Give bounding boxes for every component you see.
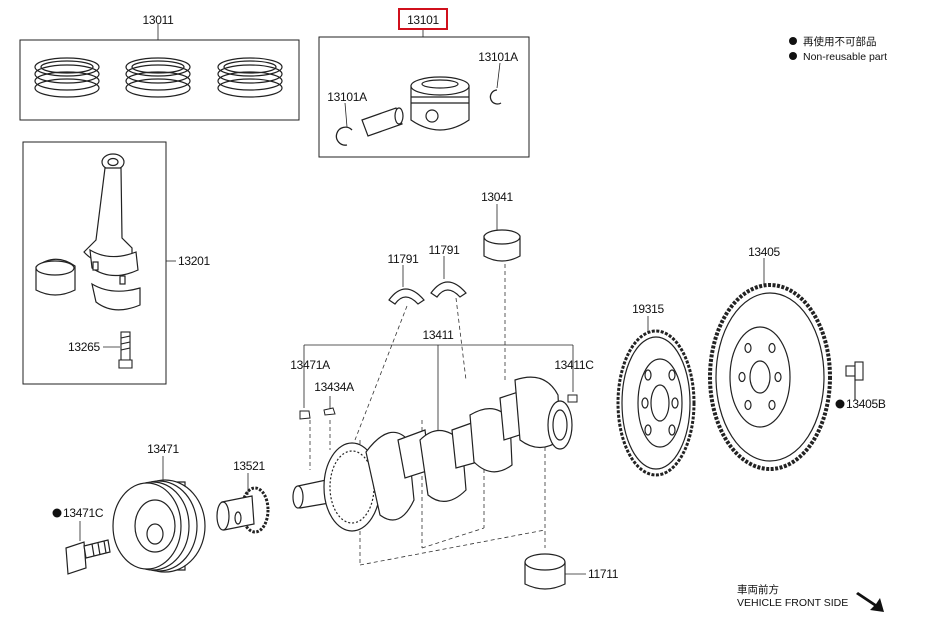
part-label-13405B[interactable]: 13405B xyxy=(846,397,886,411)
part-label-11711[interactable]: 11711 xyxy=(588,567,619,581)
crankshaft-illustration xyxy=(292,376,573,532)
front-arrow-icon xyxy=(856,592,884,612)
connecting-rod-illustration xyxy=(83,153,141,311)
part-label-13434A[interactable]: 13434A xyxy=(314,380,354,394)
part-number-11791-left: 11791 xyxy=(388,252,420,266)
part-label-13471[interactable]: 13471 xyxy=(147,442,180,456)
crank-sprocket-group: 13521 xyxy=(216,459,270,534)
part-number-13405B: 13405B xyxy=(846,397,886,411)
part-number-13265: 13265 xyxy=(68,340,100,354)
part-number-13011: 13011 xyxy=(143,13,175,27)
part-number-13434A: 13434A xyxy=(314,380,354,394)
piston-pin-illustration xyxy=(361,107,404,137)
part-label-13101A-left[interactable]: 13101A xyxy=(327,90,367,104)
part-label-13411C[interactable]: 13411C xyxy=(554,358,594,372)
part-label-13411[interactable]: 13411 xyxy=(423,328,455,342)
part-label-13521[interactable]: 13521 xyxy=(233,459,266,473)
part-number-13411C: 13411C xyxy=(554,358,594,372)
crank-bearing-upper-illustration xyxy=(483,229,521,262)
crank-pulley-illustration xyxy=(112,479,206,573)
part-number-13471C: 13471C xyxy=(63,506,104,520)
part-number-19315: 19315 xyxy=(632,302,664,316)
thrust-washer-group: 11791 11791 xyxy=(388,243,467,305)
piston-subassy-box xyxy=(318,36,530,158)
leader-13101A-right xyxy=(496,62,501,89)
crankshaft-leader-bracket xyxy=(303,344,574,440)
flywheel-group: 13405 13405B xyxy=(708,245,886,471)
connecting-rod-group: 13201 13265 xyxy=(22,141,211,385)
part-label-13471A[interactable]: 13471A xyxy=(290,358,330,372)
piston-subassy-group: 13101 13101A 13101A xyxy=(318,8,530,158)
snap-ring-left xyxy=(335,126,353,146)
pulley-bolt-group: 13471C xyxy=(52,506,111,575)
pin-13411C-illustration xyxy=(567,394,578,403)
part-label-13471C[interactable]: 13471C xyxy=(63,506,104,520)
non-reusable-marker-13471C xyxy=(52,508,62,518)
legend-bullet-jp xyxy=(789,37,797,45)
drive-plate-group: 19315 xyxy=(616,302,696,477)
piston-ring-stack-1 xyxy=(34,57,100,98)
part-label-11791-right[interactable]: 11791 xyxy=(429,243,461,257)
crankshaft-group: 13411 13471A 13434A 13411C xyxy=(290,264,595,566)
part-label-13201[interactable]: 13201 xyxy=(178,254,211,268)
legend: 再使用不可部品 Non-reusable part xyxy=(789,35,887,63)
thrust-washer-left-illustration xyxy=(388,288,425,305)
key-13434A-illustration xyxy=(323,407,336,416)
legend-bullet-en xyxy=(789,52,797,60)
drive-plate-illustration xyxy=(616,329,696,477)
leader-13101A-left xyxy=(344,102,348,128)
part-label-13265[interactable]: 13265 xyxy=(68,340,101,354)
part-number-13101: 13101 xyxy=(407,13,439,27)
snap-ring-right xyxy=(489,89,502,105)
flywheel-illustration xyxy=(708,283,832,471)
vehicle-front-indicator: 車両前方 VEHICLE FRONT SIDE xyxy=(737,583,884,612)
part-label-11791-left[interactable]: 11791 xyxy=(388,252,420,266)
part-number-11711: 11711 xyxy=(588,567,619,581)
rod-bolt-illustration xyxy=(118,331,133,369)
part-label-13405[interactable]: 13405 xyxy=(748,245,781,259)
vehicle-front-text-jp: 車両前方 xyxy=(737,583,779,596)
key-13471A-illustration xyxy=(299,410,311,420)
pulley-bolt-illustration xyxy=(65,539,111,575)
crank-bearing-lower-group: 11711 xyxy=(524,553,619,590)
selected-part-highlight xyxy=(398,8,448,30)
crank-bearing-lower-illustration xyxy=(524,553,566,590)
part-number-13041: 13041 xyxy=(481,190,513,204)
part-number-13101A-right: 13101A xyxy=(478,50,518,64)
part-number-13521: 13521 xyxy=(233,459,265,473)
crank-bearing-upper-group: 13041 xyxy=(481,190,521,262)
part-label-13011[interactable]: 13011 xyxy=(143,13,175,27)
part-number-13411: 13411 xyxy=(423,328,455,342)
piston-illustration xyxy=(410,76,470,131)
part-label-13041[interactable]: 13041 xyxy=(481,190,514,204)
non-reusable-marker-13405B xyxy=(835,399,845,409)
legend-text-en: Non-reusable part xyxy=(803,51,887,63)
part-label-13101[interactable]: 13101 xyxy=(407,13,440,27)
part-number-13201: 13201 xyxy=(178,254,210,268)
connecting-rod-box xyxy=(22,141,167,385)
part-number-13471: 13471 xyxy=(147,442,179,456)
part-label-13101A-right[interactable]: 13101A xyxy=(478,50,518,64)
legend-text-jp: 再使用不可部品 xyxy=(803,35,877,48)
part-label-19315[interactable]: 19315 xyxy=(632,302,665,316)
part-number-11791-right: 11791 xyxy=(429,243,461,257)
vehicle-front-text-en: VEHICLE FRONT SIDE xyxy=(737,597,848,609)
piston-ring-stack-3 xyxy=(217,57,283,98)
flywheel-bolt-illustration xyxy=(845,361,864,400)
crank-pulley-group: 13471 xyxy=(112,442,206,573)
thrust-washer-right-illustration xyxy=(430,281,467,298)
piston-ring-set-box xyxy=(19,39,300,121)
piston-ring-set-group: 13011 xyxy=(19,13,300,121)
piston-ring-stack-2 xyxy=(125,57,191,98)
part-number-13471A: 13471A xyxy=(290,358,330,372)
crank-sprocket-illustration xyxy=(216,486,270,534)
rod-bearing-illustration xyxy=(35,258,76,296)
part-number-13405: 13405 xyxy=(748,245,780,259)
part-number-13101A-left: 13101A xyxy=(327,90,367,104)
